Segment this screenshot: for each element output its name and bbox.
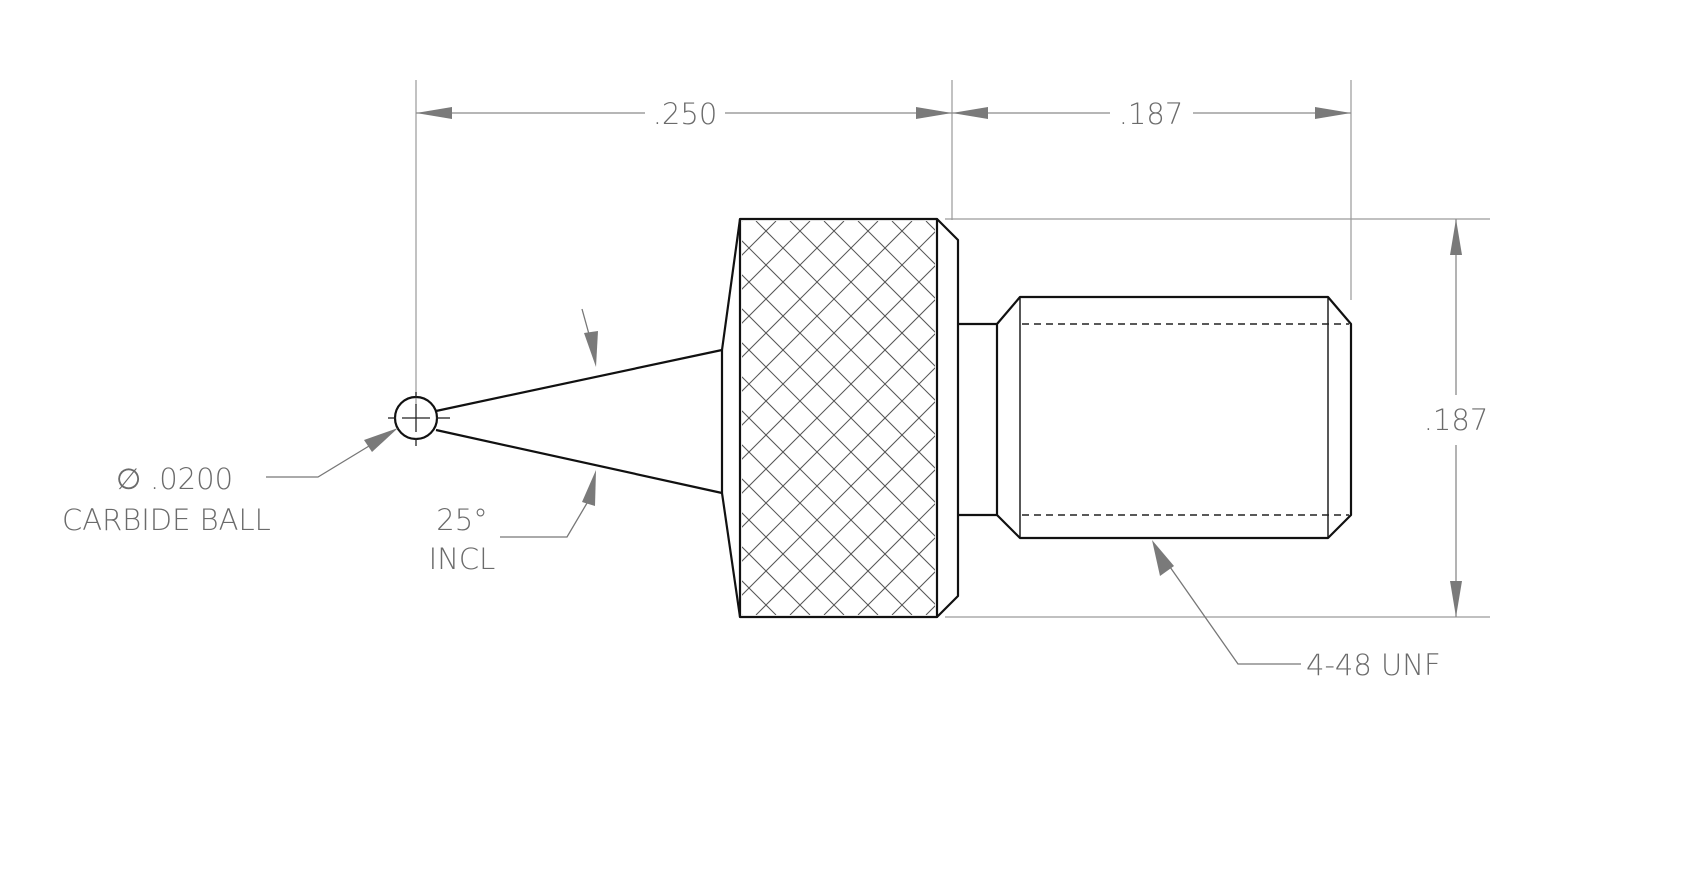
knurl-line bbox=[891, 221, 935, 265]
knurl-line bbox=[789, 469, 935, 615]
angle-label: 25° bbox=[436, 503, 487, 537]
ball-diameter-symbol: ∅ bbox=[116, 462, 141, 496]
knurl-line bbox=[742, 367, 935, 562]
knurl-line bbox=[742, 333, 935, 528]
knurl-pattern bbox=[742, 221, 1693, 615]
knurl-line bbox=[1164, 221, 1558, 615]
knurl-line bbox=[1028, 221, 1422, 615]
dimension-ball-to-knurl: .250 bbox=[416, 97, 952, 131]
threaded-shank bbox=[995, 295, 1353, 540]
knurl-line bbox=[891, 571, 935, 615]
knurl-line bbox=[823, 221, 935, 333]
dimension-label-thread-length: .187 bbox=[1119, 97, 1184, 131]
leader-ball-diameter bbox=[266, 428, 398, 478]
dimension-label-knurl-diameter: .187 bbox=[1424, 403, 1489, 437]
knurl-line bbox=[994, 221, 1388, 615]
knurl-line bbox=[742, 512, 845, 615]
knurl-line bbox=[742, 444, 913, 615]
knurl-line bbox=[857, 537, 935, 615]
knurl-line bbox=[1062, 221, 1456, 615]
dimension-label-250: .250 bbox=[653, 97, 718, 131]
knurl-line bbox=[994, 221, 1388, 615]
knurl-line bbox=[755, 435, 935, 615]
knurl-line bbox=[1300, 221, 1693, 615]
knurl-line bbox=[742, 231, 935, 426]
ball-diameter-label: .0200 bbox=[150, 462, 233, 496]
knurl-line bbox=[742, 546, 811, 615]
knurl-line bbox=[742, 221, 811, 290]
stylus-cone bbox=[435, 218, 742, 618]
extension-lines bbox=[415, 80, 1490, 618]
knurl-line bbox=[925, 221, 935, 231]
knurl-line bbox=[1198, 221, 1592, 615]
knurl-line bbox=[742, 478, 879, 615]
knurl-line bbox=[1062, 221, 1456, 615]
knurl-line bbox=[742, 265, 935, 460]
knurl-line bbox=[742, 221, 845, 324]
knurled-body bbox=[738, 217, 1693, 619]
knurl-line bbox=[1164, 221, 1558, 615]
knurl-line bbox=[823, 503, 935, 615]
knurl-line bbox=[1198, 221, 1592, 615]
dimension-knurl-diameter: .187 bbox=[1424, 219, 1489, 617]
knurl-line bbox=[742, 221, 879, 358]
dimension-thread-length: .187 bbox=[952, 97, 1351, 131]
knurl-line bbox=[789, 221, 935, 367]
knurl-line bbox=[925, 605, 935, 615]
leader-thread-spec bbox=[1152, 540, 1301, 665]
knurl-line bbox=[857, 221, 935, 299]
ball-material-label: CARBIDE BALL bbox=[62, 503, 271, 537]
knurl-line bbox=[755, 221, 935, 401]
knurl-line bbox=[742, 221, 913, 392]
knurl-line bbox=[742, 299, 935, 494]
angle-indicator bbox=[500, 308, 598, 538]
neck bbox=[958, 322, 997, 517]
carbide-ball bbox=[388, 392, 450, 446]
thread-spec-label: 4-48 UNF bbox=[1306, 648, 1441, 682]
knurl-line bbox=[1300, 221, 1693, 615]
knurl-line bbox=[1028, 221, 1422, 615]
knurl-line bbox=[742, 401, 935, 596]
angle-note-label: INCL bbox=[429, 542, 496, 576]
